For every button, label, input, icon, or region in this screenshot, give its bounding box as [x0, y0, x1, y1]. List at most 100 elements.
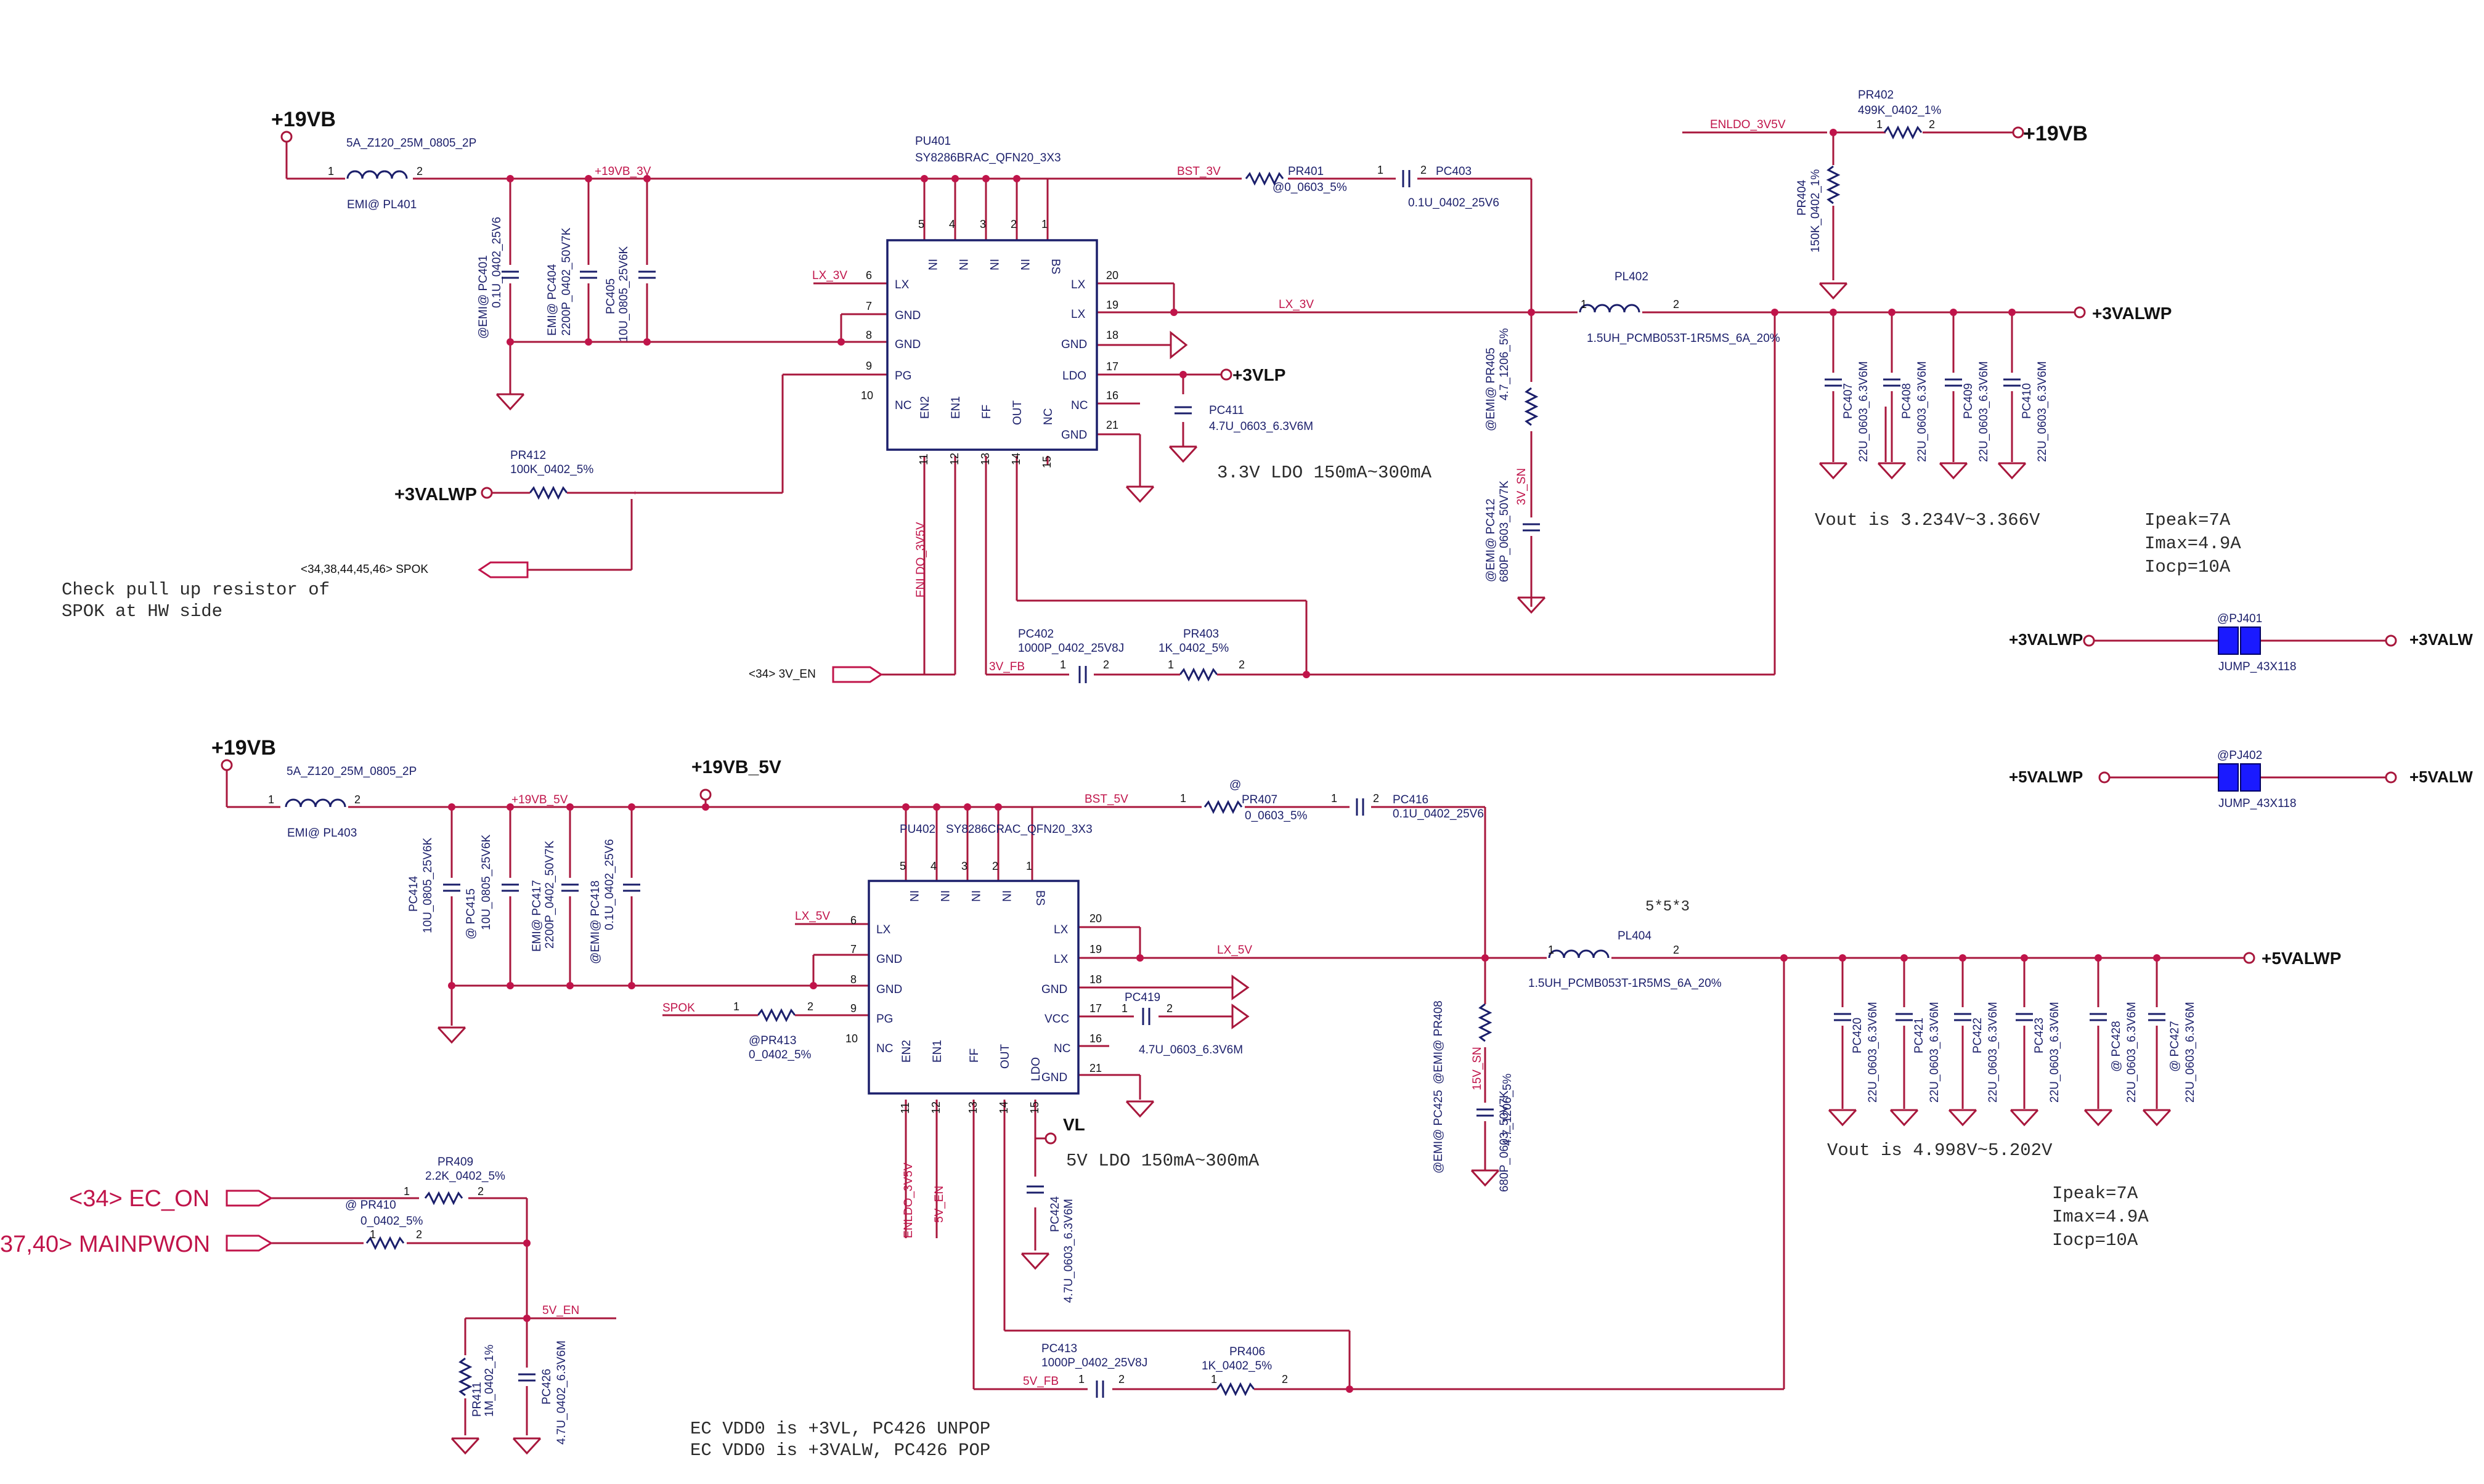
svg-text:5*5*3: 5*5*3 — [1645, 899, 1690, 915]
svg-text:PC421: PC421 — [1913, 1018, 1926, 1053]
svg-text:@: @ — [1229, 779, 1241, 792]
svg-text:ENLDO_3V5V: ENLDO_3V5V — [1710, 118, 1786, 131]
svg-text:PC407: PC407 — [1842, 383, 1855, 419]
svg-text:PR403: PR403 — [1183, 628, 1219, 641]
svg-text:4: 4 — [949, 218, 955, 230]
svg-text:PC405: PC405 — [605, 278, 617, 314]
svg-text:PC424: PC424 — [1049, 1196, 1062, 1232]
svg-text:2: 2 — [417, 165, 423, 177]
svg-text:+3VALWP: +3VALWP — [2092, 304, 2172, 323]
svg-text:@ PC415: @ PC415 — [465, 888, 478, 939]
vout-3v-note: Vout is 3.234V~3.366V — [1815, 510, 2040, 530]
svg-text:LX: LX — [1054, 953, 1069, 966]
svg-text:PR404: PR404 — [1796, 179, 1809, 216]
svg-text:IN: IN — [1000, 890, 1012, 902]
svg-text:22U_0603_6.3V6M: 22U_0603_6.3V6M — [1987, 1002, 2000, 1103]
svg-text:PL402: PL402 — [1615, 270, 1648, 283]
svg-text:2200P_0402_50V7K: 2200P_0402_50V7K — [560, 227, 573, 336]
svg-text:PG: PG — [895, 370, 911, 383]
svg-text:VL: VL — [1063, 1115, 1085, 1134]
svg-text:2200P_0402_50V7K: 2200P_0402_50V7K — [544, 840, 556, 949]
svg-text:2: 2 — [1929, 118, 1935, 131]
svg-text:IN: IN — [969, 890, 982, 902]
svg-text:21: 21 — [1106, 419, 1118, 431]
svg-text:@PJ401: @PJ401 — [2217, 612, 2262, 625]
svg-text:LDO: LDO — [1030, 1057, 1043, 1081]
svg-text:SPOK at HW side: SPOK at HW side — [62, 601, 222, 622]
svg-text:1: 1 — [733, 1000, 739, 1013]
svg-text:GND: GND — [895, 309, 921, 322]
svg-text:EN1: EN1 — [931, 1040, 944, 1063]
svg-text:Imax=4.9A: Imax=4.9A — [2144, 533, 2241, 554]
svg-text:PC426: PC426 — [540, 1369, 553, 1405]
svg-text:PC411: PC411 — [1209, 404, 1244, 417]
svg-text:17: 17 — [1106, 360, 1118, 373]
svg-text:4.7U_0603_6.3V6M: 4.7U_0603_6.3V6M — [1209, 420, 1313, 433]
svg-text:@PJ402: @PJ402 — [2217, 749, 2262, 762]
svg-text:@ PC427: @ PC427 — [2168, 1021, 2181, 1072]
ec-on-offpage: <34> EC_ON — [69, 1186, 210, 1212]
svg-text:2: 2 — [1103, 659, 1109, 671]
svg-text:EMI@ PC404: EMI@ PC404 — [546, 264, 559, 336]
svg-text:0.1U_0402_25V6: 0.1U_0402_25V6 — [491, 217, 503, 308]
pu402-part: SY8286CRAC_QFN20_3X3 — [946, 823, 1093, 836]
svg-text:1: 1 — [1377, 164, 1383, 176]
svg-text:13: 13 — [979, 453, 992, 465]
svg-text:IN: IN — [987, 259, 1000, 270]
svg-text:PC422: PC422 — [1971, 1018, 1984, 1053]
svg-text:3: 3 — [961, 860, 967, 872]
svg-text:NC: NC — [895, 399, 911, 412]
svg-text:@ PC428: @ PC428 — [2110, 1021, 2123, 1072]
pu401-ic: PU401 SY8286BRAC_QFN20_3X3 5 4 3 2 1 IN … — [861, 135, 1118, 468]
svg-text:ENLDO_3V5V: ENLDO_3V5V — [902, 1162, 915, 1238]
components-5v: +19VB 5A_Z120_25M_0805_2P 1 2 EMI@ PL403… — [0, 736, 2341, 1461]
svg-text:LX: LX — [1071, 278, 1086, 291]
svg-text:PC402: PC402 — [1018, 628, 1054, 641]
svg-text:6: 6 — [866, 269, 872, 282]
svg-text:GND: GND — [1061, 338, 1087, 351]
svg-text:7: 7 — [866, 300, 872, 312]
svg-text:IN: IN — [907, 890, 920, 902]
svg-text:5V_EN: 5V_EN — [933, 1186, 946, 1223]
ldo-5v-note: 5V LDO 150mA~300mA — [1066, 1151, 1260, 1171]
svg-text:2: 2 — [807, 1000, 813, 1013]
svg-text:GND: GND — [895, 338, 921, 351]
svg-text:EMI@ PL403: EMI@ PL403 — [287, 827, 357, 840]
svg-text:@EMI@ PC401: @EMI@ PC401 — [477, 255, 490, 339]
svg-text:2: 2 — [1673, 298, 1679, 310]
svg-text:GND: GND — [1041, 1071, 1067, 1084]
svg-text:PC423: PC423 — [2033, 1018, 2046, 1053]
svg-text:10U_0805_25V6K: 10U_0805_25V6K — [421, 837, 434, 933]
svg-text:@ PR410: @ PR410 — [345, 1199, 396, 1212]
svg-text:NC: NC — [876, 1042, 893, 1055]
svg-text:PL404: PL404 — [1618, 930, 1651, 943]
svg-text:NC: NC — [1042, 408, 1055, 425]
svg-text:2: 2 — [1282, 1373, 1288, 1385]
svg-text:0.1U_0402_25V6: 0.1U_0402_25V6 — [1393, 808, 1484, 821]
svg-text:PC408: PC408 — [1900, 383, 1913, 419]
svg-text:IN: IN — [956, 259, 969, 270]
svg-text:8: 8 — [850, 973, 857, 986]
svg-text:GND: GND — [1041, 983, 1067, 996]
svg-text:GND: GND — [876, 953, 902, 966]
svg-text:EMI@ PL401: EMI@ PL401 — [347, 198, 417, 211]
svg-text:+19VB: +19VB — [211, 736, 276, 760]
svg-text:+5VALWP: +5VALWP — [2262, 949, 2341, 968]
svg-text:@PR413: @PR413 — [749, 1034, 796, 1047]
svg-text:10: 10 — [845, 1032, 858, 1045]
svg-text:8: 8 — [866, 329, 872, 341]
svg-text:BST_3V: BST_3V — [1177, 165, 1221, 178]
svg-text:+19VB_5V: +19VB_5V — [691, 757, 781, 777]
svg-text:17: 17 — [1089, 1002, 1102, 1015]
ec-vdd-note: EC VDD0 is +3VL, PC426 UNPOP — [690, 1419, 990, 1439]
svg-text:22U_0603_6.3V6M: 22U_0603_6.3V6M — [2125, 1002, 2138, 1103]
svg-text:Iocp=10A: Iocp=10A — [2144, 557, 2231, 577]
svg-text:@0_0603_5%: @0_0603_5% — [1273, 181, 1347, 194]
svg-text:2.2K_0402_5%: 2.2K_0402_5% — [425, 1170, 505, 1183]
svg-text:FF: FF — [968, 1048, 981, 1063]
svg-text:PC403: PC403 — [1436, 165, 1472, 178]
svg-text:4.7U_0603_6.3V6M: 4.7U_0603_6.3V6M — [1139, 1044, 1243, 1056]
svg-text:+19VB: +19VB — [2023, 122, 2088, 145]
svg-text:15V_SN: 15V_SN — [1471, 1047, 1484, 1090]
